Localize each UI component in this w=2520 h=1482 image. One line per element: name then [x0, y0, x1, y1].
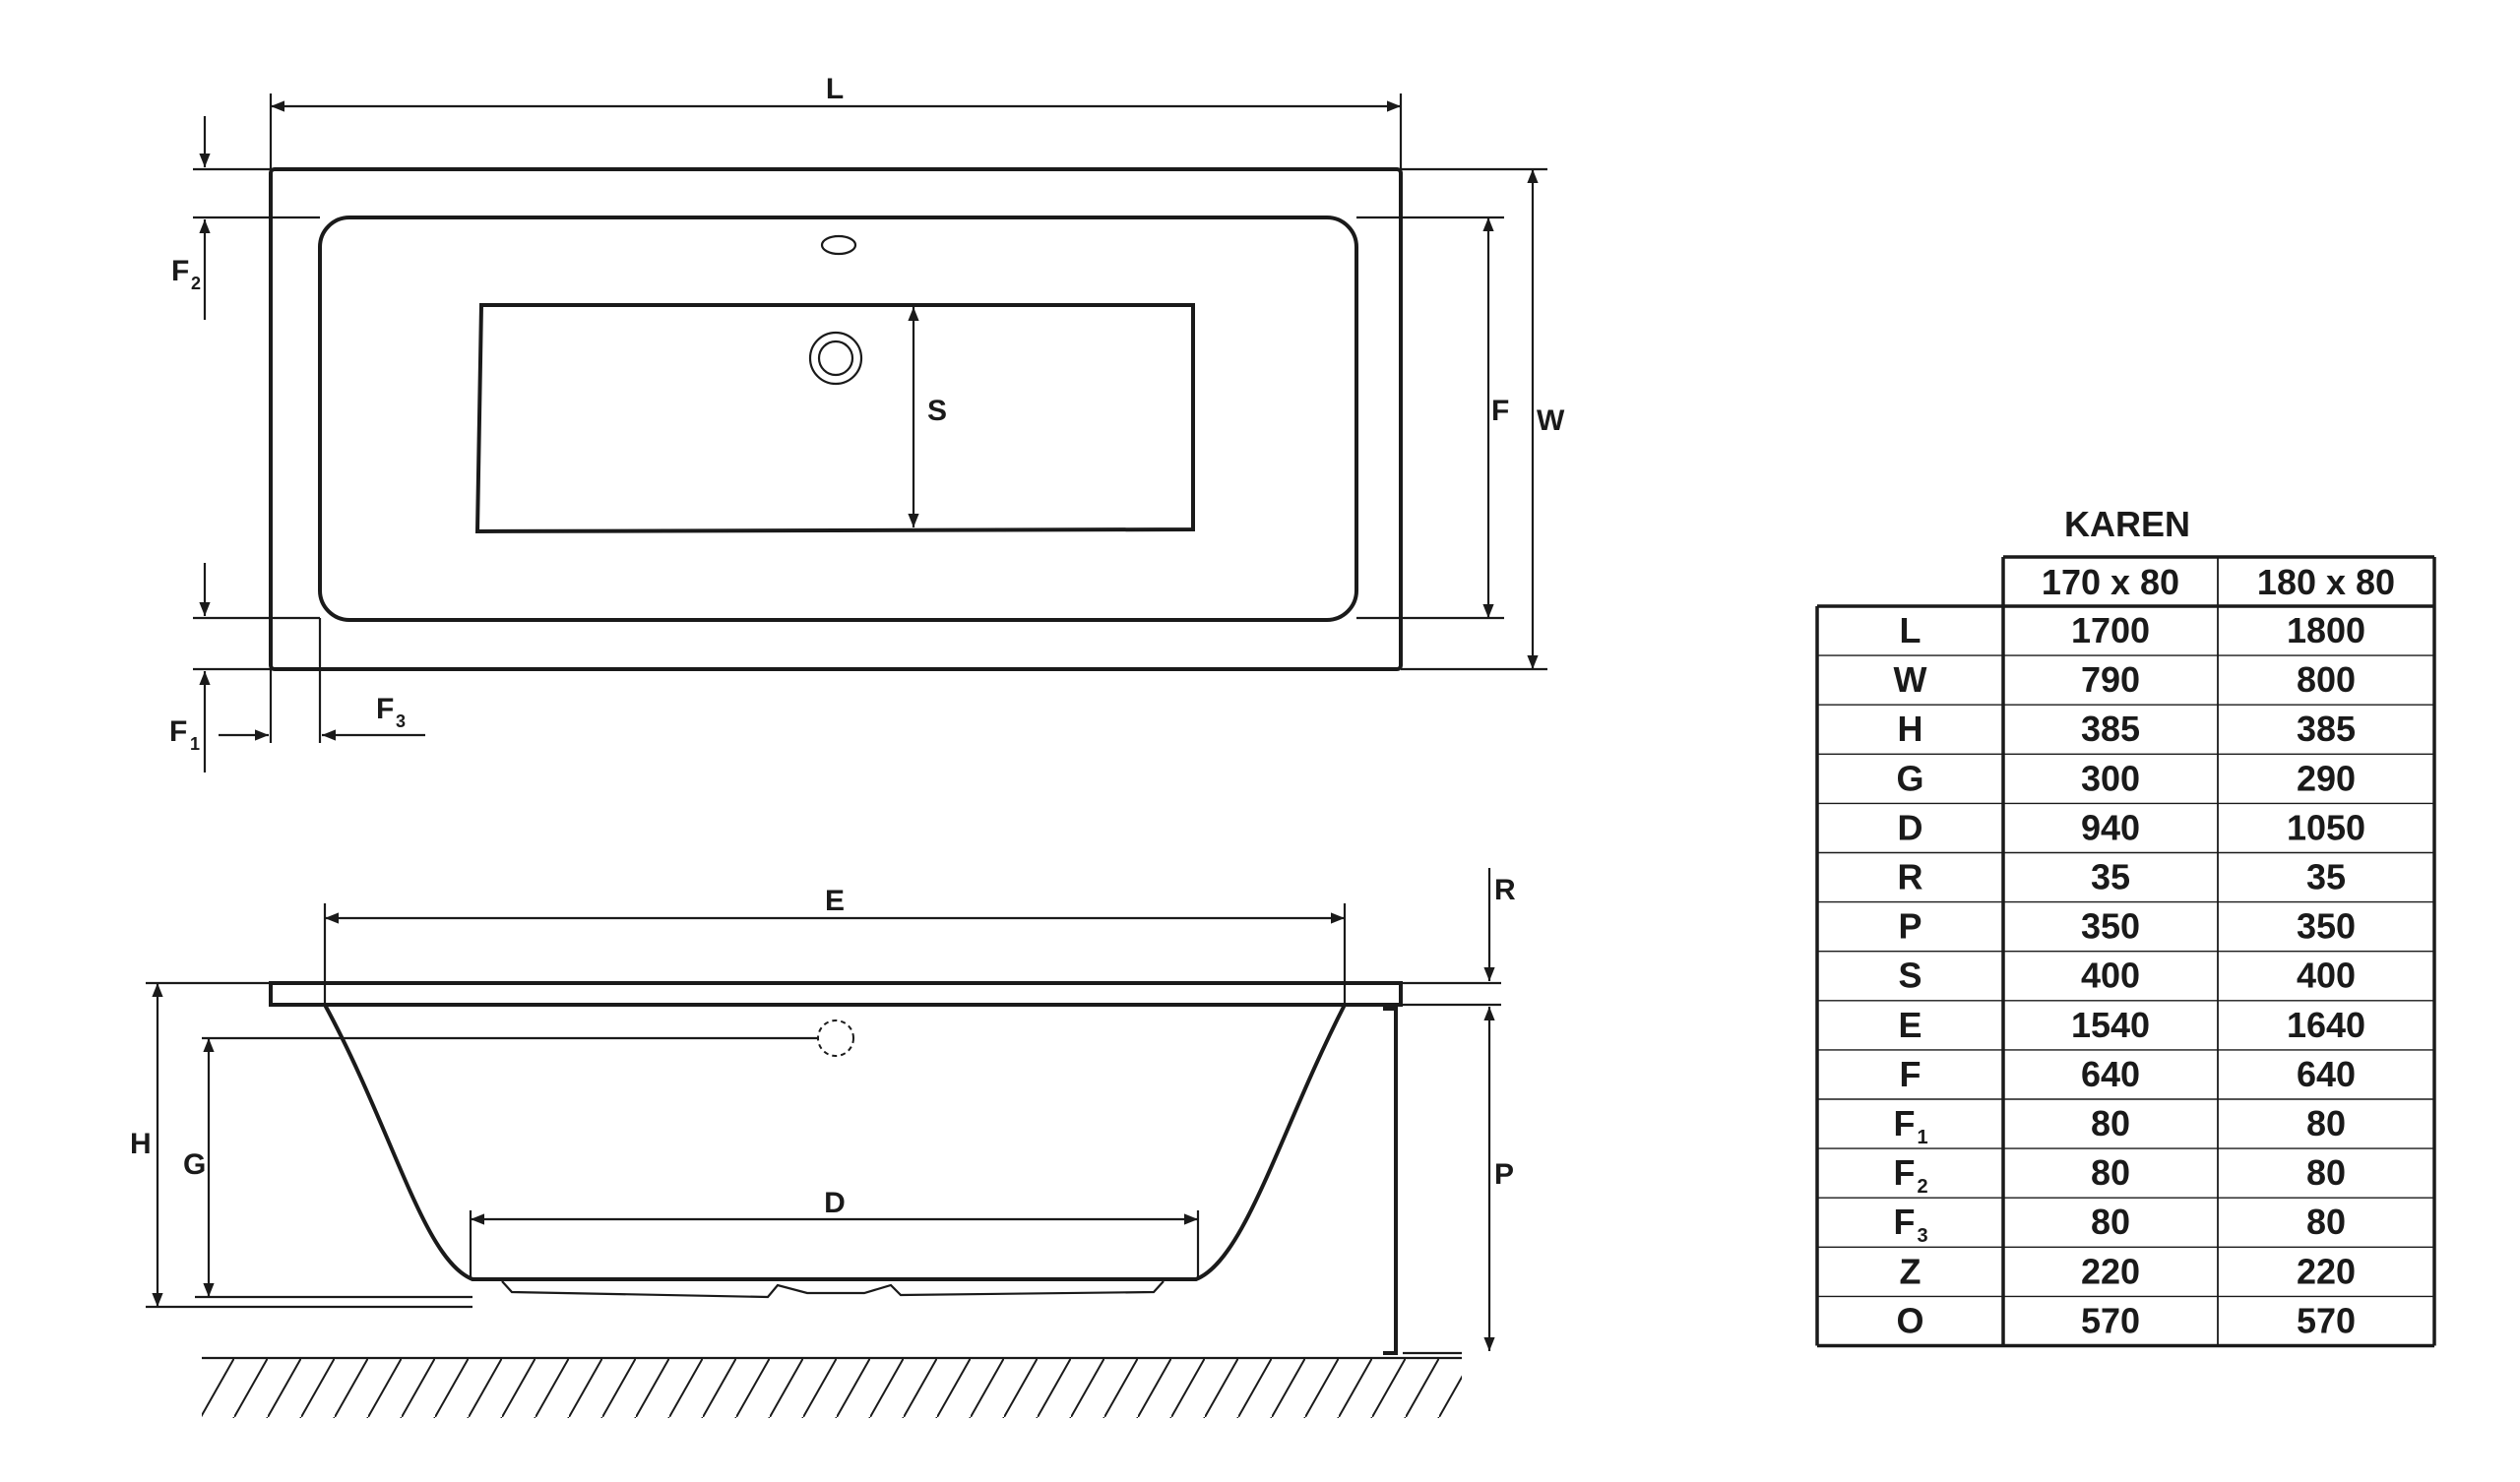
dimension-F-label: F: [1491, 395, 1509, 427]
row-label-sub: 3: [1918, 1225, 1928, 1247]
table-cell: 350: [2081, 906, 2140, 947]
dimension-F3-label: F: [376, 693, 394, 725]
table-cell: 290: [2297, 758, 2356, 798]
dimension-E-label: E: [825, 885, 845, 917]
table-cell: 385: [2297, 709, 2356, 749]
tub-rim-section: [269, 981, 1403, 1007]
table-cell: 80: [2306, 1152, 2346, 1193]
table-cell: 1640: [2287, 1005, 2365, 1045]
dimension-H-label: H: [130, 1128, 152, 1160]
overflow-icon: [820, 234, 857, 256]
table-cell: 80: [2091, 1202, 2130, 1242]
row-label: D: [1898, 807, 1923, 847]
table-cell: 940: [2081, 807, 2140, 847]
overflow-dashed-icon: [817, 1019, 854, 1057]
row-label: G: [1896, 758, 1923, 798]
row-label: H: [1898, 709, 1923, 749]
row-label: F: [1894, 1103, 1916, 1143]
dimension-F3-sub: 3: [396, 711, 406, 731]
row-label: O: [1896, 1300, 1923, 1340]
dimension-P-label: P: [1494, 1158, 1514, 1191]
table-cell: 80: [2091, 1152, 2130, 1193]
dimension-F1-sub: 1: [190, 734, 200, 754]
tub-inner-basin: [318, 216, 1358, 622]
table-cell: 80: [2091, 1103, 2130, 1143]
table-cell: 1050: [2287, 807, 2365, 847]
row-label: L: [1900, 610, 1922, 650]
table-cell: 385: [2081, 709, 2140, 749]
table-cell: 1540: [2071, 1005, 2150, 1045]
drain-icon: [808, 331, 863, 386]
row-label: E: [1898, 1005, 1922, 1045]
table-cell: 570: [2081, 1300, 2140, 1340]
dimension-S-label: S: [927, 395, 947, 427]
drain-inner-icon: [817, 340, 854, 377]
table-cell: 35: [2091, 857, 2130, 897]
tub-outer-rim: [269, 167, 1403, 671]
table-cell: 640: [2297, 1054, 2356, 1094]
row-label-sub: 1: [1918, 1127, 1928, 1148]
table-cell: 1800: [2287, 610, 2365, 650]
dimension-F2-sub: 2: [191, 274, 201, 293]
column-header: 170 x 80: [2042, 562, 2179, 602]
dimension-D-label: D: [824, 1187, 846, 1219]
row-label-sub: 2: [1918, 1176, 1928, 1198]
row-label: F: [1894, 1202, 1916, 1242]
table-cell: 35: [2306, 857, 2346, 897]
table-cell: 80: [2306, 1103, 2346, 1143]
table-title: KAREN: [2064, 504, 2190, 544]
row-label: F: [1900, 1054, 1922, 1094]
dimension-F2-label: F: [171, 255, 189, 287]
table-cell: 1700: [2071, 610, 2150, 650]
row-label: Z: [1900, 1251, 1922, 1291]
table-cell: 80: [2306, 1202, 2346, 1242]
table-cell: 400: [2081, 956, 2140, 996]
dimension-F1-label: F: [169, 715, 187, 748]
tub-body-profile: [323, 1004, 1347, 1281]
column-header: 180 x 80: [2257, 562, 2395, 602]
floor-hatching: [202, 1359, 1462, 1418]
top-view: L S F W F 2 F 1 F 3: [169, 73, 1565, 772]
table-cell: 400: [2297, 956, 2356, 996]
table-cell: 800: [2297, 659, 2356, 700]
row-label: S: [1898, 956, 1922, 996]
table-cell: 570: [2297, 1300, 2356, 1340]
dimension-W-label: W: [1537, 404, 1565, 437]
tub-floor-outline: [474, 303, 1195, 534]
table-grid: [1815, 555, 2436, 1348]
dimension-G-label: G: [183, 1148, 206, 1181]
tub-feet-profile: [501, 1280, 1165, 1299]
side-view: E D H G R P: [130, 868, 1516, 1418]
row-label: W: [1894, 659, 1927, 700]
table-cell: 350: [2297, 906, 2356, 947]
row-label: P: [1898, 906, 1922, 947]
table-cell: 220: [2081, 1251, 2140, 1291]
table-cell: 300: [2081, 758, 2140, 798]
dimension-R-label: R: [1494, 874, 1516, 906]
table-cell: 640: [2081, 1054, 2140, 1094]
row-label: F: [1894, 1152, 1916, 1193]
table-cell: 790: [2081, 659, 2140, 700]
dimension-L-label: L: [826, 73, 844, 105]
row-label: R: [1898, 857, 1923, 897]
table-cell: 220: [2297, 1251, 2356, 1291]
